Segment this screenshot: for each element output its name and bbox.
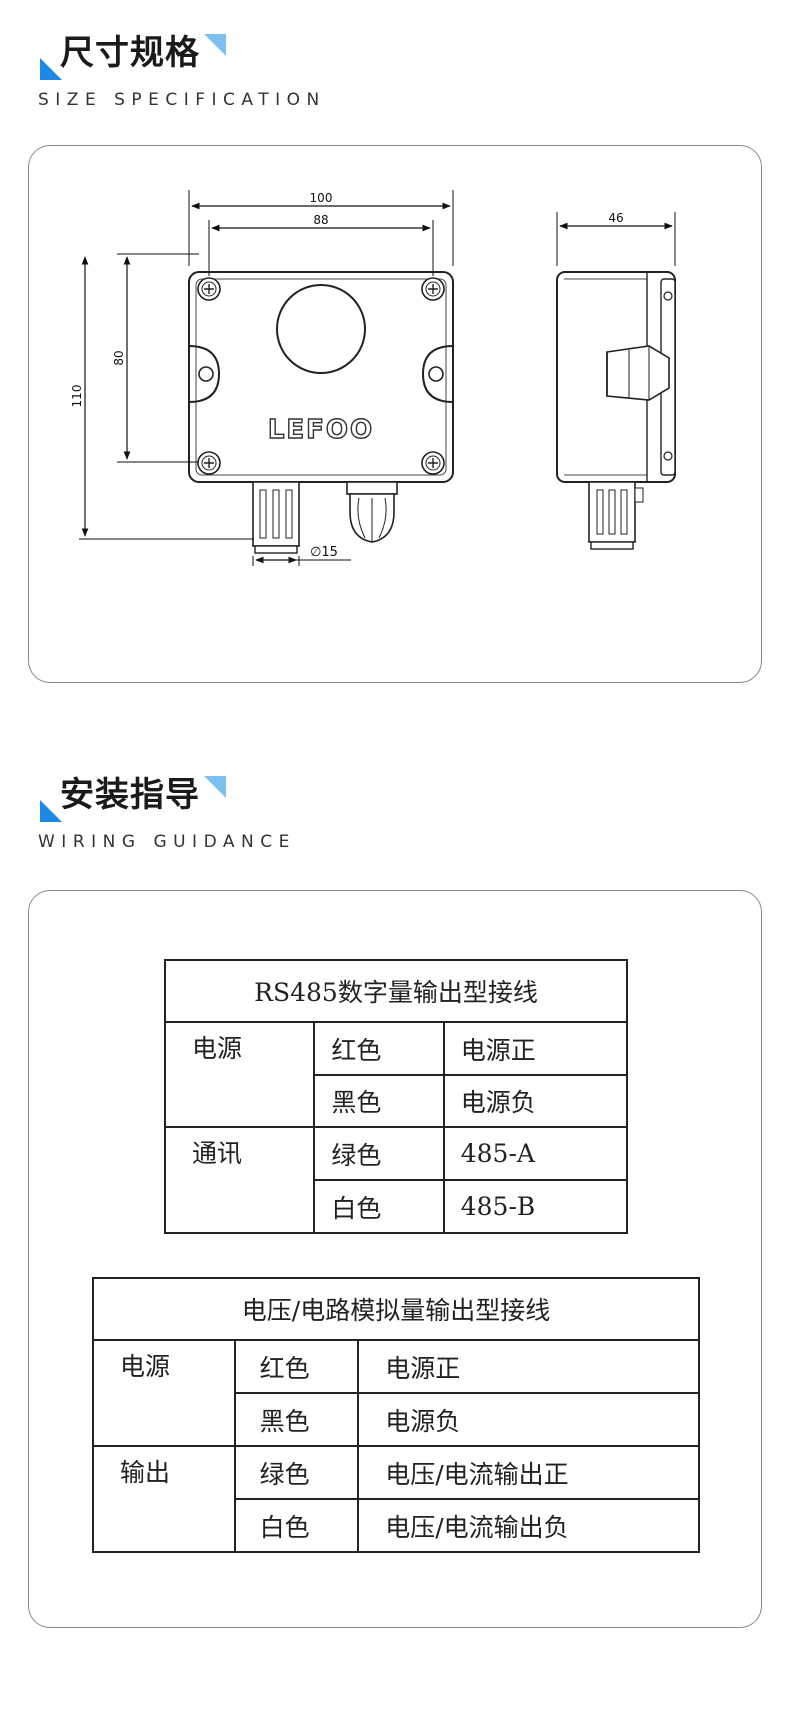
cable-gland [346,481,398,543]
section-title: 安装指导 [60,775,200,815]
analog-wiring-table: 电压/电路模拟量输出型接线 电源 红色 电源正 黑色 电源负 输出 绿色 电压/… [92,1277,700,1553]
wire-function: 485-A [442,1126,629,1181]
accent-triangle-icon [204,34,226,56]
screw-icon [197,451,221,475]
rs485-wiring-table: RS485数字量输出型接线 电源 红色 电源正 黑色 电源负 通讯 绿色 485… [163,959,629,1234]
section-title: 尺寸规格 [60,33,200,73]
dim-overall-height: 110 [70,385,84,408]
accent-triangle-icon [40,800,62,822]
group-label: 电源 [92,1339,236,1447]
size-spec-header: 尺寸规格 SIZE SPECIFICATION [0,28,790,128]
wire-function: 电源负 [442,1074,629,1128]
accent-triangle-icon [40,58,62,80]
screw-icon [421,277,445,301]
side-view: 46 [556,211,676,550]
dimension-drawing: LEFOO 100 88 [70,190,676,566]
dim-outer-width: 100 [310,191,333,205]
wire-function: 电压/电流输出正 [357,1445,700,1500]
wire-color: 白色 [313,1179,445,1234]
wiring-guidance-header: 安装指导 WIRING GUIDANCE [0,770,790,870]
dimension-drawing-card: LEFOO 100 88 [28,145,762,683]
group-label: 通讯 [163,1126,316,1234]
wire-function: 电压/电流输出负 [357,1498,700,1553]
brand-logo: LEFOO [268,415,374,445]
screw-icon [197,277,221,301]
group-label: 输出 [92,1445,236,1553]
dim-hole-width: 88 [313,213,328,227]
group-label: 电源 [163,1021,316,1128]
dim-depth: 46 [608,211,623,225]
table-title: RS485数字量输出型接线 [164,959,628,1023]
wire-color: 绿色 [233,1445,360,1500]
dim-hole-height: 80 [112,350,126,365]
wire-function: 电源正 [442,1021,629,1076]
dim-probe-diameter: ∅15 [310,545,338,560]
wiring-tables-card: RS485数字量输出型接线 电源 红色 电源正 黑色 电源负 通讯 绿色 485… [28,890,762,1628]
screw-icon [421,451,445,475]
wire-color: 红色 [233,1339,360,1394]
wire-function: 电源正 [357,1339,700,1394]
wire-color: 红色 [313,1021,445,1076]
wire-color: 绿色 [313,1126,445,1181]
section-subtitle: WIRING GUIDANCE [38,832,296,852]
accent-triangle-icon [204,776,226,798]
wire-color: 黑色 [233,1392,360,1447]
wire-function: 电源负 [357,1392,700,1447]
wire-color: 黑色 [313,1074,445,1128]
wire-function: 485-B [442,1179,629,1234]
probe [252,481,300,554]
front-view: LEFOO 100 88 [70,190,454,566]
table-title: 电压/电路模拟量输出型接线 [92,1277,700,1341]
section-subtitle: SIZE SPECIFICATION [38,90,326,110]
wire-color: 白色 [233,1498,360,1553]
